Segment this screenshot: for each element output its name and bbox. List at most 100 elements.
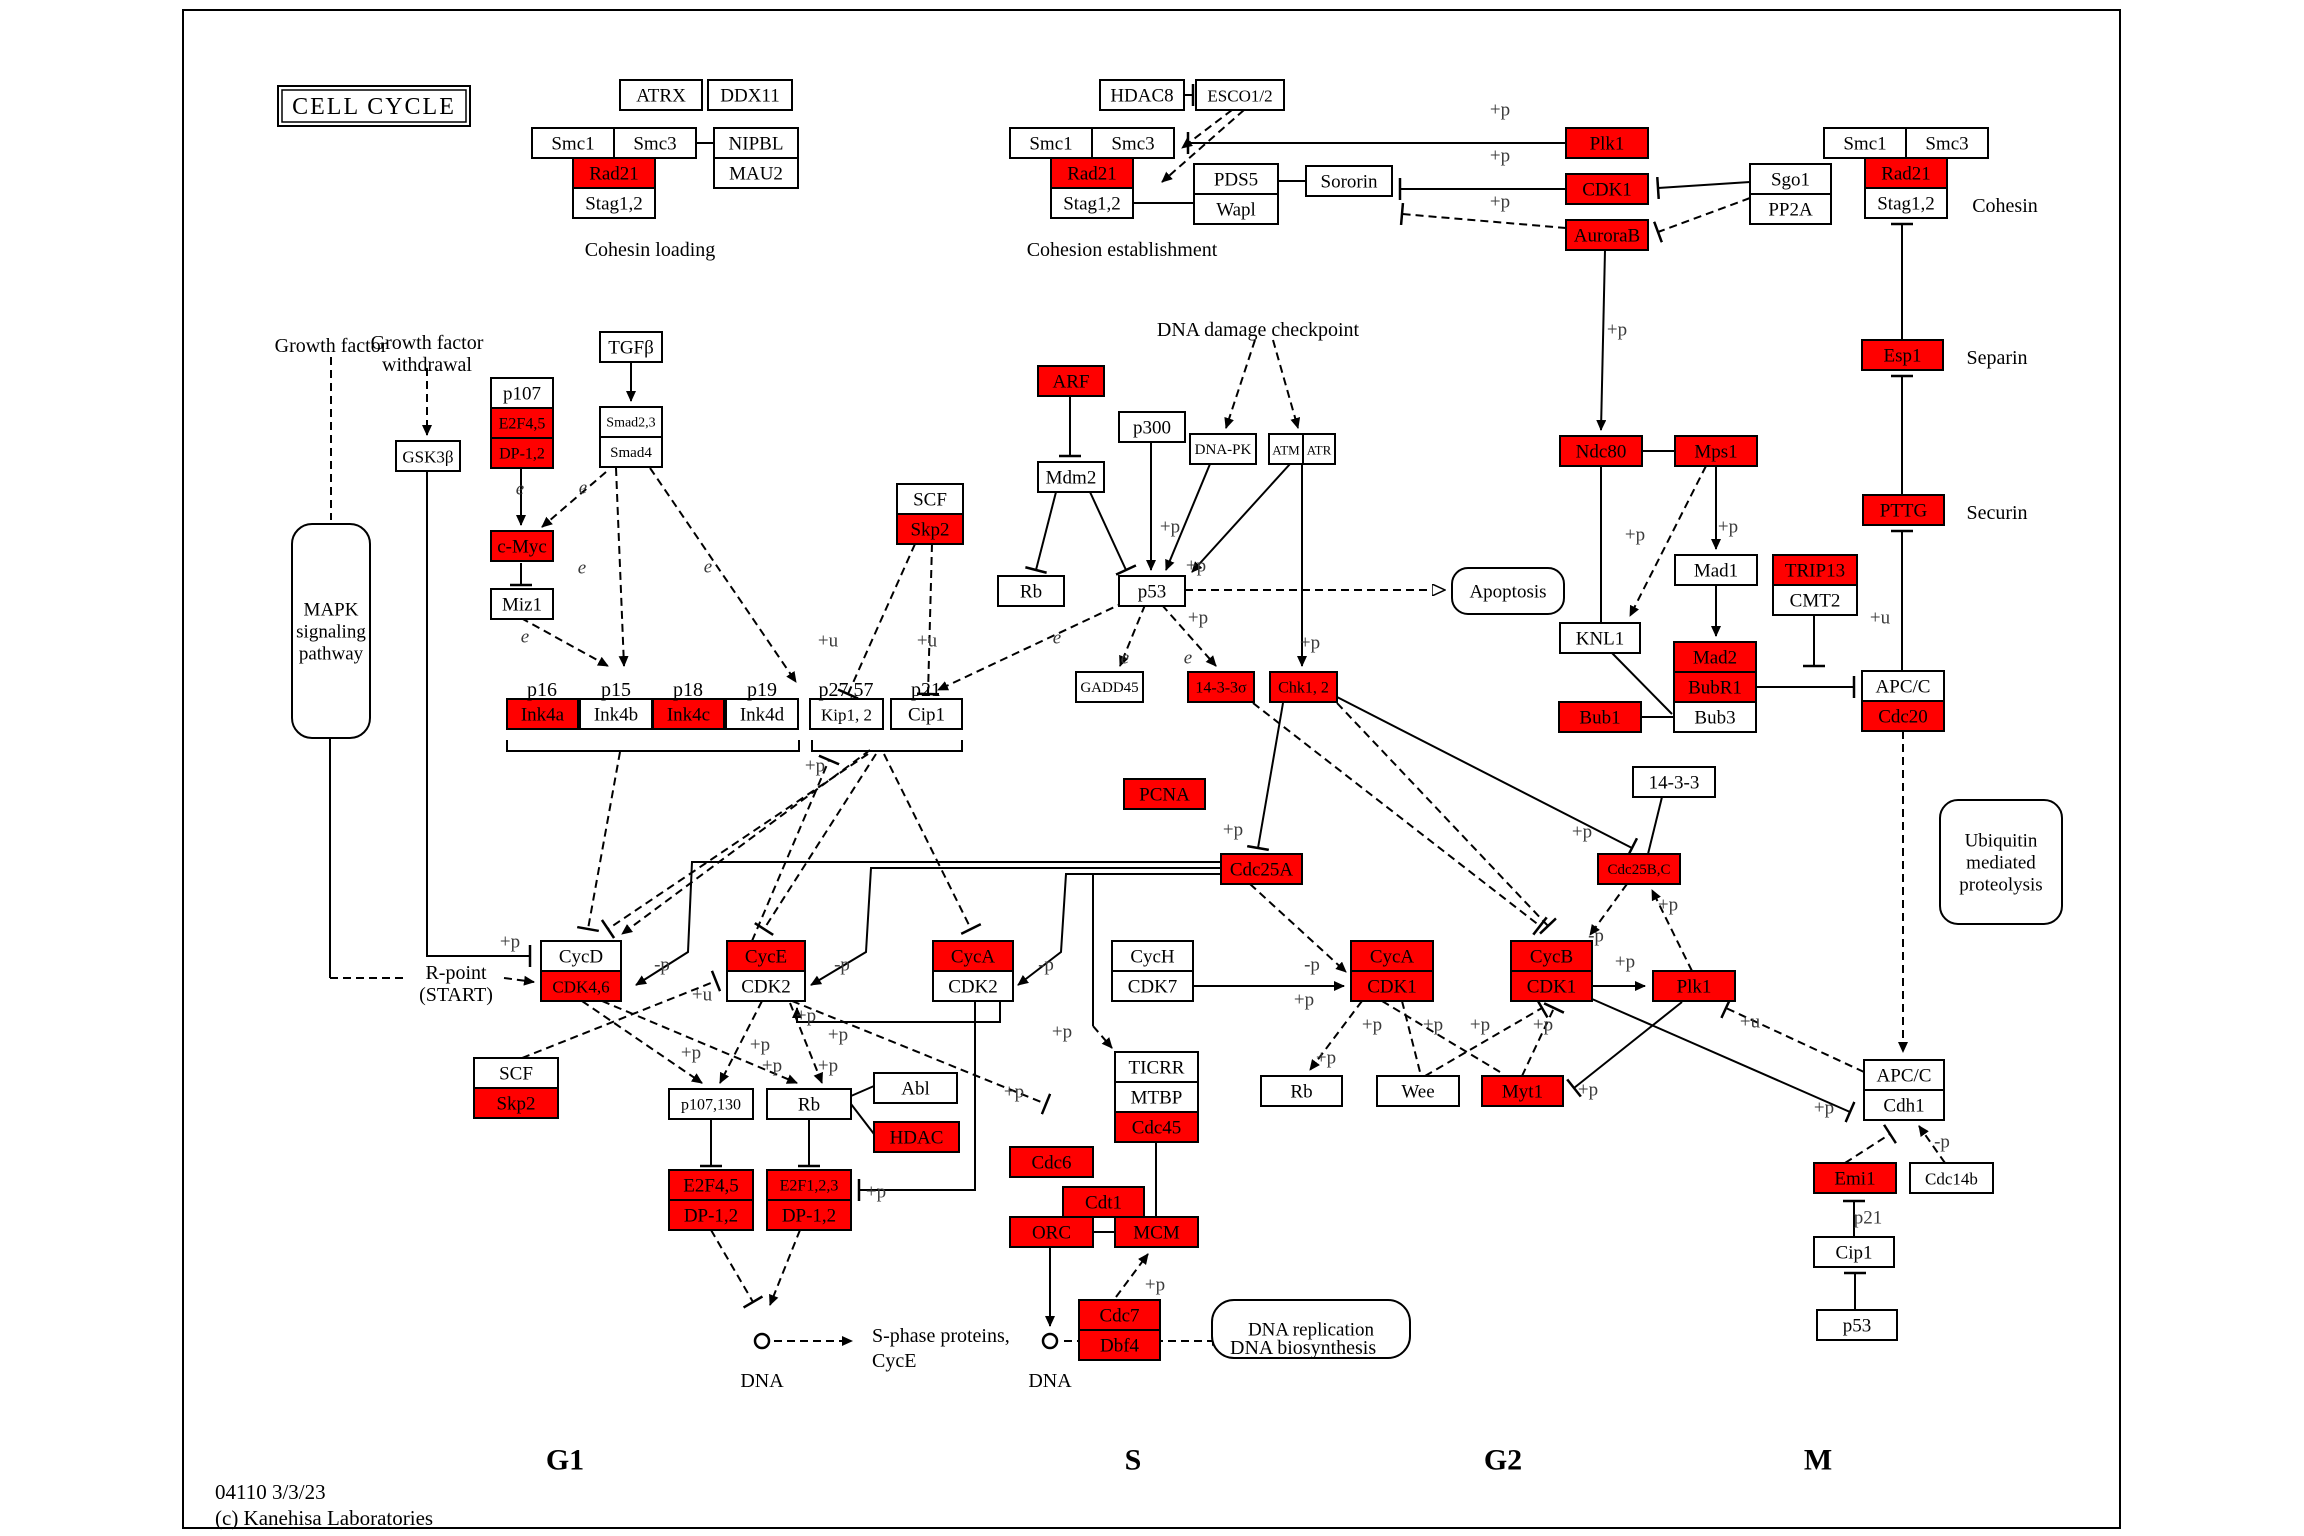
node-ink4b[interactable]: Ink4b xyxy=(579,698,653,730)
node-ink4c[interactable]: Ink4c xyxy=(652,698,725,730)
node-box-p107[interactable] xyxy=(490,377,554,409)
node-box-ticrr[interactable] xyxy=(1114,1051,1199,1083)
node-hdac[interactable]: HDAC xyxy=(873,1121,960,1153)
node-cdc25a[interactable]: Cdc25A xyxy=(1220,853,1303,885)
node-miz1[interactable]: Miz1 xyxy=(490,588,554,620)
node-cdk7[interactable]: CDK7 xyxy=(1111,970,1194,1002)
node-cdt1[interactable]: Cdt1 xyxy=(1062,1186,1145,1218)
node-box-pp2a[interactable] xyxy=(1749,193,1832,225)
node-p53[interactable]: p53 xyxy=(1118,575,1186,607)
node-p53b[interactable]: p53 xyxy=(1816,1309,1898,1341)
node-box-mdm2[interactable] xyxy=(1037,461,1105,493)
node-box-stag12a[interactable] xyxy=(572,187,656,219)
node-plk1top[interactable]: Plk1 xyxy=(1565,127,1649,159)
node-box-p107130[interactable] xyxy=(668,1088,754,1120)
node-box-cyca1[interactable] xyxy=(1350,940,1434,972)
node-cdk46[interactable]: CDK4,6 xyxy=(540,970,622,1002)
node-smad4[interactable]: Smad4 xyxy=(599,436,663,468)
node-box-arf[interactable] xyxy=(1037,365,1105,397)
node-ink4a[interactable]: Ink4a xyxy=(506,698,579,730)
node-abl[interactable]: Abl xyxy=(873,1072,958,1104)
node-box-cdk1b[interactable] xyxy=(1510,970,1593,1002)
node-cyca2[interactable]: CycA xyxy=(932,940,1014,972)
node-nipbl[interactable]: NIPBL xyxy=(713,127,799,159)
node-rbll[interactable]: Rb xyxy=(766,1088,852,1120)
node-dnapk[interactable]: DNA-PK xyxy=(1189,433,1257,465)
node-scfm[interactable]: SCF xyxy=(896,483,964,515)
node-mcm[interactable]: MCM xyxy=(1114,1216,1199,1248)
node-box-cmt2[interactable] xyxy=(1772,584,1858,616)
node-box-cyca2[interactable] xyxy=(932,940,1014,972)
node-box-cdk2e[interactable] xyxy=(726,970,806,1002)
node-box-mtbp[interactable] xyxy=(1114,1081,1199,1113)
node-mdm2[interactable]: Mdm2 xyxy=(1037,461,1105,493)
node-ddx11[interactable]: DDX11 xyxy=(707,79,793,111)
node-smc1a[interactable]: Smc1 xyxy=(531,127,615,159)
node-cdc6[interactable]: Cdc6 xyxy=(1009,1146,1094,1178)
node-box-cdc6[interactable] xyxy=(1009,1146,1094,1178)
node-box-stag12c[interactable] xyxy=(1864,187,1948,219)
node-box-ink4c[interactable] xyxy=(652,698,725,730)
node-pds5[interactable]: PDS5 xyxy=(1193,163,1279,195)
node-orc[interactable]: ORC xyxy=(1009,1216,1094,1248)
node-myt1[interactable]: Myt1 xyxy=(1481,1075,1564,1107)
node-box-e2f123[interactable] xyxy=(766,1169,852,1201)
node-rad21c[interactable]: Rad21 xyxy=(1864,157,1948,189)
node-box-atm[interactable] xyxy=(1268,433,1304,465)
node-box-atr[interactable] xyxy=(1302,433,1336,465)
node-stag12a[interactable]: Stag1,2 xyxy=(572,187,656,219)
node-box-wapl[interactable] xyxy=(1193,193,1279,225)
node-box-mad1[interactable] xyxy=(1674,554,1758,586)
node-cdc45[interactable]: Cdc45 xyxy=(1114,1111,1199,1143)
node-box-hdac[interactable] xyxy=(873,1121,960,1153)
node-box-tgfb[interactable] xyxy=(599,331,663,363)
node-tgfb[interactable]: TGFβ xyxy=(599,331,663,363)
node-box-mps1[interactable] xyxy=(1674,435,1758,467)
node-s1433[interactable]: 14-3-3σ xyxy=(1187,671,1255,703)
node-mps1[interactable]: Mps1 xyxy=(1674,435,1758,467)
node-box-rbll[interactable] xyxy=(766,1088,852,1120)
node-box-mad2[interactable] xyxy=(1673,641,1757,673)
node-cdc7[interactable]: Cdc7 xyxy=(1078,1299,1161,1331)
node-box-cych[interactable] xyxy=(1111,940,1194,972)
node-box-abl[interactable] xyxy=(873,1072,958,1104)
node-box-esp1[interactable] xyxy=(1861,339,1944,371)
node-bubr1[interactable]: BubR1 xyxy=(1673,671,1757,703)
node-box-dp12a[interactable] xyxy=(668,1199,754,1231)
node-cmyc[interactable]: c-Myc xyxy=(490,530,554,562)
node-box-skp2ll[interactable] xyxy=(473,1087,559,1119)
node-box-knl1[interactable] xyxy=(1559,622,1641,654)
node-box-kip12[interactable] xyxy=(809,698,884,730)
node-emi1[interactable]: Emi1 xyxy=(1813,1162,1897,1194)
node-bub1[interactable]: Bub1 xyxy=(1558,701,1642,733)
node-box-wee[interactable] xyxy=(1376,1075,1460,1107)
node-box-dp12u[interactable] xyxy=(490,437,554,469)
node-box-cmyc[interactable] xyxy=(490,530,554,562)
node-e2f123[interactable]: E2F1,2,3 xyxy=(766,1169,852,1201)
node-box-cip1[interactable] xyxy=(890,698,963,730)
node-box-cdt1[interactable] xyxy=(1062,1186,1145,1218)
node-stag12c[interactable]: Stag1,2 xyxy=(1864,187,1948,219)
node-cmt2[interactable]: CMT2 xyxy=(1772,584,1858,616)
node-box-pds5[interactable] xyxy=(1193,163,1279,195)
node-ndc80[interactable]: Ndc80 xyxy=(1559,435,1643,467)
node-apcc1[interactable]: APC/C xyxy=(1861,670,1945,702)
node-box-miz1[interactable] xyxy=(490,588,554,620)
node-box-hdac8[interactable] xyxy=(1099,79,1185,111)
node-pcna[interactable]: PCNA xyxy=(1123,778,1206,810)
node-pttg[interactable]: PTTG xyxy=(1862,494,1945,526)
node-box-cdk1top[interactable] xyxy=(1565,173,1649,205)
node-box-mau2[interactable] xyxy=(713,157,799,189)
node-plk1[interactable]: Plk1 xyxy=(1652,970,1736,1002)
node-p107130[interactable]: p107,130 xyxy=(668,1088,754,1120)
node-box-cdc25bc[interactable] xyxy=(1597,853,1681,885)
node-box-apcc1[interactable] xyxy=(1861,670,1945,702)
node-e2f45u[interactable]: E2F4,5 xyxy=(490,407,554,439)
node-box-rad21a[interactable] xyxy=(572,157,656,189)
map-box-ubiquitin[interactable] xyxy=(1939,799,2063,925)
node-box-bub3[interactable] xyxy=(1673,701,1757,733)
map-dna-replication[interactable]: DNA replication xyxy=(1211,1299,1411,1359)
node-gsk3b[interactable]: GSK3β xyxy=(395,440,461,472)
node-box-rb2[interactable] xyxy=(1260,1075,1343,1107)
